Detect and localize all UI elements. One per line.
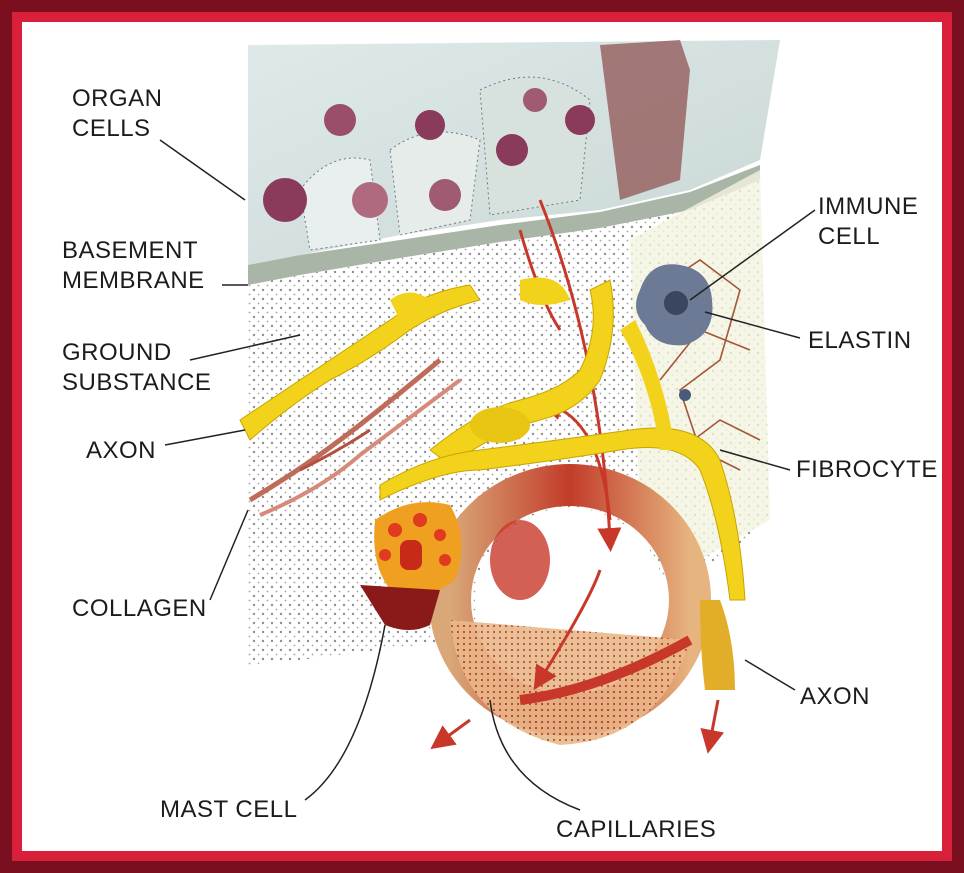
label-organ-cells: ORGAN CELLS xyxy=(72,84,163,144)
label-immune-cell: IMMUNE CELL xyxy=(818,192,918,252)
label-ground-substance: GROUND SUBSTANCE xyxy=(62,338,211,398)
capillary-vessel xyxy=(450,485,690,745)
label-axon-right: AXON xyxy=(800,682,870,712)
cell-nucleus xyxy=(324,104,356,136)
label-axon-left: AXON xyxy=(86,436,156,466)
cell-nucleus xyxy=(352,182,388,218)
label-collagen: COLLAGEN xyxy=(72,594,207,624)
cell-nucleus xyxy=(523,88,547,112)
label-capillaries: CAPILLARIES xyxy=(556,815,716,845)
label-fibrocyte: FIBROCYTE xyxy=(796,455,938,485)
cell-nucleus xyxy=(429,179,461,211)
cell-nucleus xyxy=(565,105,595,135)
label-basement-membrane: BASEMENT MEMBRANE xyxy=(62,236,205,296)
cell-nucleus xyxy=(496,134,528,166)
fibrocyte xyxy=(470,407,530,443)
cell-nucleus xyxy=(415,110,445,140)
label-elastin: ELASTIN xyxy=(808,326,912,356)
label-mast-cell: MAST CELL xyxy=(160,795,297,825)
cell-nucleus xyxy=(263,178,307,222)
axon-right xyxy=(700,600,735,690)
